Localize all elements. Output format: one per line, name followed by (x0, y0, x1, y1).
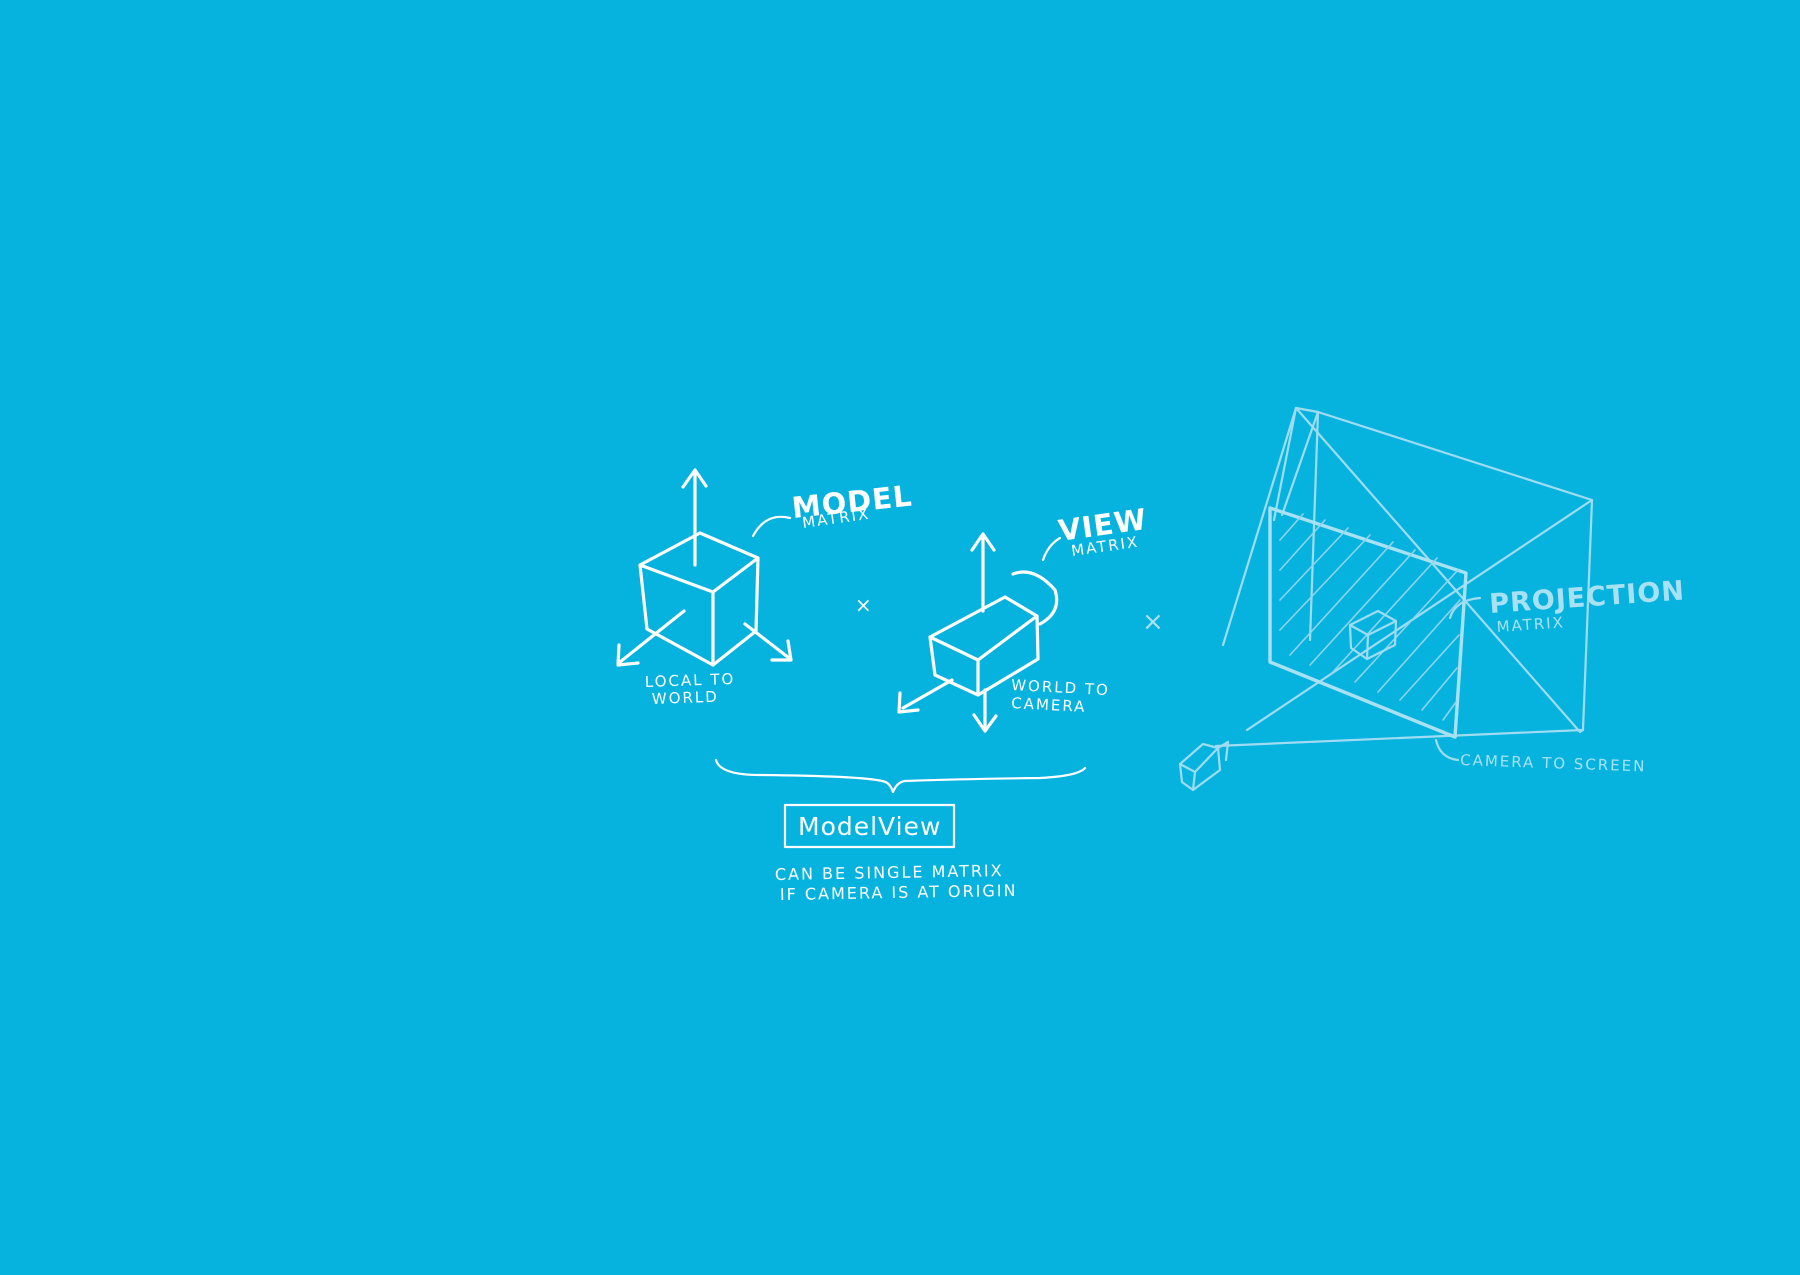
modelview-group: ModelView CAN BE SINGLE MATRIX IF CAMERA… (714, 758, 1087, 904)
model-leader-line (751, 515, 792, 538)
frustum-edges (1214, 406, 1594, 748)
modelview-label: ModelView (798, 812, 941, 841)
view-lens-icon (1011, 570, 1059, 626)
view-leader-line (1041, 536, 1062, 562)
view-left-axis-icon (897, 678, 954, 714)
modelview-box (783, 803, 956, 849)
projection-subtitle: MATRIX (1496, 613, 1565, 636)
projection-leader-line (1448, 596, 1482, 620)
model-right-axis-icon (743, 622, 793, 662)
frustum-far-plane (1294, 406, 1594, 734)
view-matrix-group: VIEW MATRIX WORLD TO CAMERA (897, 502, 1149, 733)
projection-camera-icon (1178, 740, 1230, 792)
modelview-brace (714, 758, 1087, 794)
screen-leader-line (1434, 738, 1460, 762)
view-camera-icon (928, 595, 1040, 697)
model-caption-line2: WORLD (652, 688, 720, 708)
view-up-axis-icon (970, 532, 996, 613)
model-up-axis-icon (681, 468, 708, 567)
view-down-axis-icon (972, 688, 998, 733)
modelview-note-line2: IF CAMERA IS AT ORIGIN (780, 881, 1018, 904)
multiply-sign-2: × (1142, 607, 1164, 637)
multiply-sign-1: × (855, 593, 872, 617)
projection-matrix-group: PROJECTION MATRIX CAMERA TO SCREEN (1178, 406, 1686, 792)
view-caption-line2: CAMERA (1011, 694, 1087, 716)
projection-caption: CAMERA TO SCREEN (1460, 751, 1647, 775)
model-caption-line1: LOCAL TO (645, 670, 736, 691)
model-left-axis-icon (616, 609, 686, 667)
frustum-object-icon (1348, 609, 1398, 661)
model-matrix-group: MODEL MATRIX LOCAL TO WORLD (616, 468, 914, 708)
view-caption-line1: WORLD TO (1011, 676, 1111, 699)
modelview-note-line1: CAN BE SINGLE MATRIX (775, 861, 1004, 884)
model-cube-icon (638, 531, 760, 667)
screen-plane (1268, 506, 1468, 739)
